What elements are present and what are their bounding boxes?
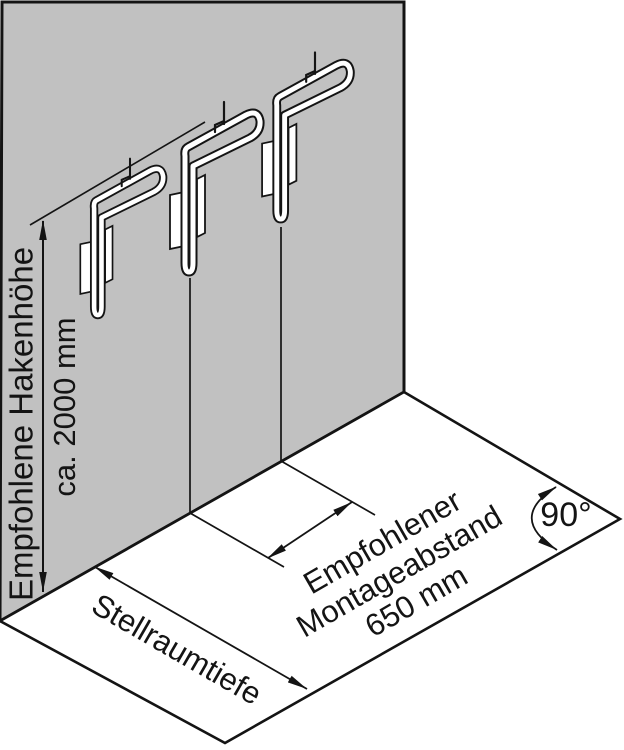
angle-value: 90° — [540, 496, 591, 534]
extension-line-hook-3 — [280, 227, 376, 516]
hook-height-label: Empfohlene Hakenhöhe — [3, 247, 40, 601]
floor-depth-dimension-arrow — [94, 566, 308, 690]
hook-height-reference-line — [29, 121, 206, 226]
angle-arc — [530, 486, 558, 551]
extension-line-hook-2 — [189, 278, 285, 568]
mounting-distance-dimension-arrow — [267, 501, 353, 559]
hook-height-value: ca. 2000 mm — [47, 317, 82, 496]
